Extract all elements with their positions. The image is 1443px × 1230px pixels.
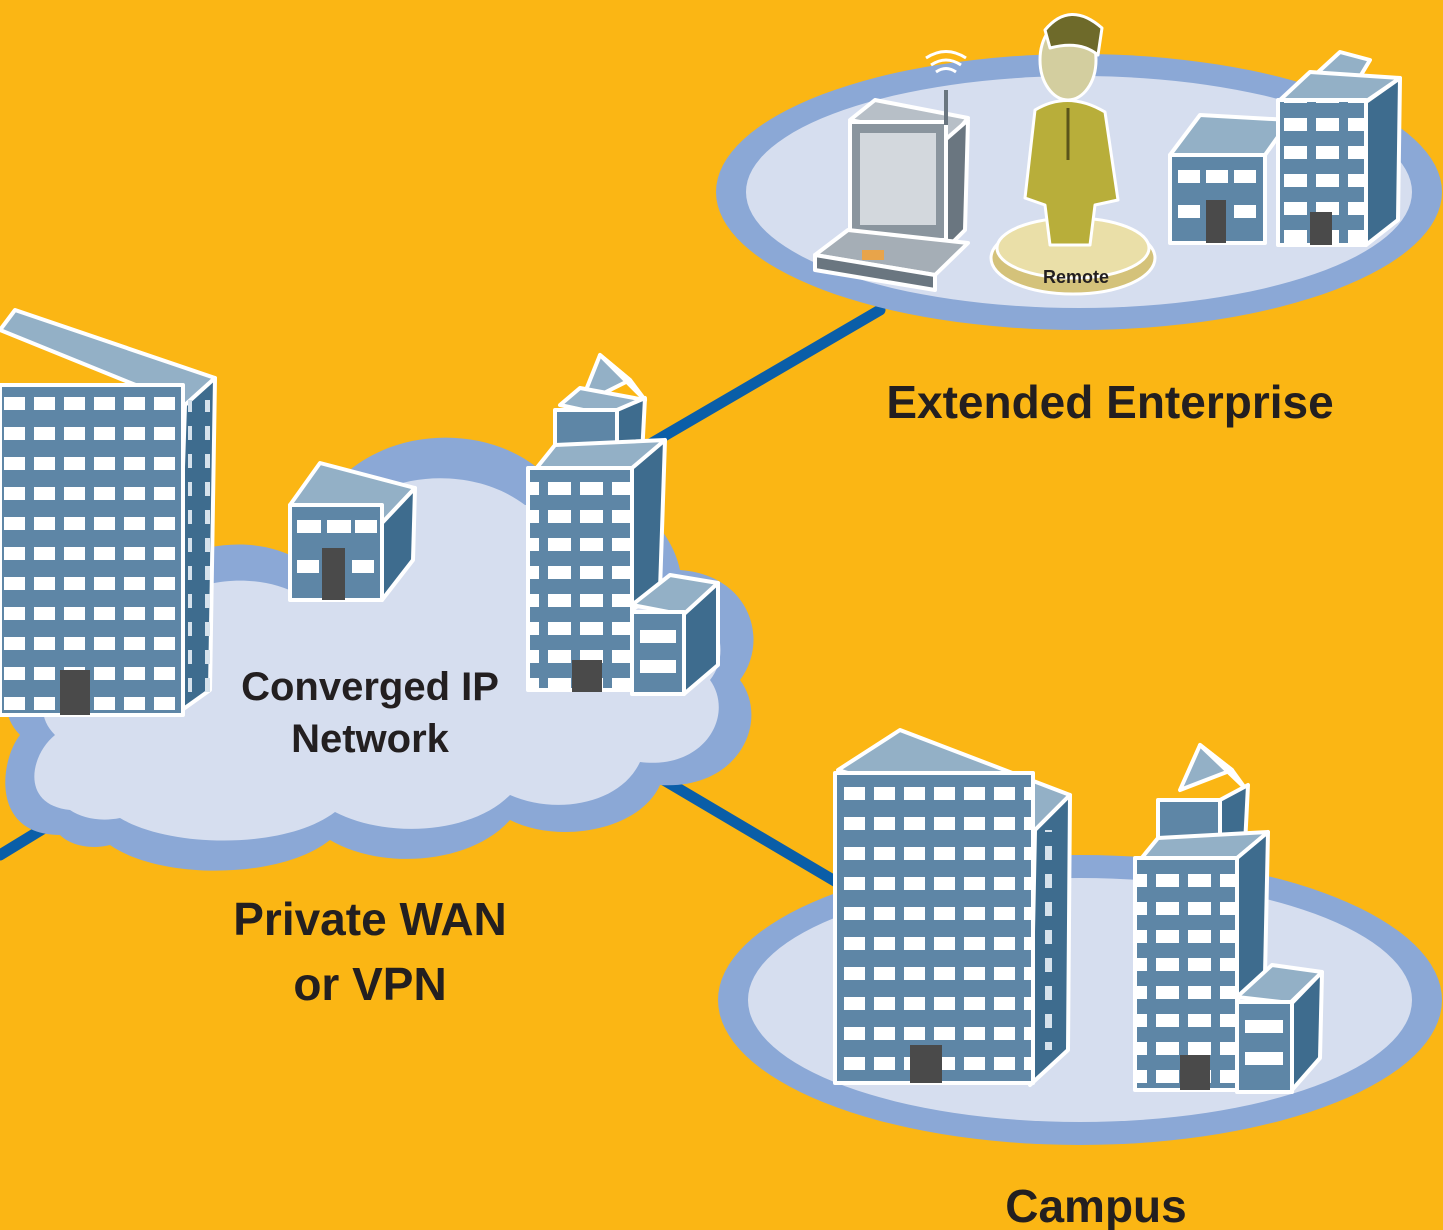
link-wan-to-enterprise	[634, 304, 886, 456]
person-icon	[989, 13, 1157, 296]
laptop-icon	[813, 98, 970, 292]
building-icon	[288, 461, 417, 602]
building-icon	[0, 308, 217, 717]
building-icon	[1276, 50, 1402, 247]
extended-enterprise-label: Extended Enterprise	[886, 376, 1333, 428]
building-icon	[526, 353, 720, 696]
campus-site	[718, 855, 1442, 1145]
converged-ip-label-line2: Network	[291, 717, 450, 761]
private-wan-label-line2: or VPN	[293, 958, 446, 1010]
private-wan-label-line1: Private WAN	[233, 893, 507, 945]
campus-label: Campus	[1005, 1180, 1186, 1230]
building-icon	[1168, 113, 1292, 245]
wifi-icon	[925, 50, 967, 125]
building-icon	[1133, 743, 1324, 1094]
remote-label: Remote	[1043, 267, 1109, 287]
converged-ip-label-line1: Converged IP	[241, 665, 499, 709]
building-icon	[833, 728, 1072, 1087]
